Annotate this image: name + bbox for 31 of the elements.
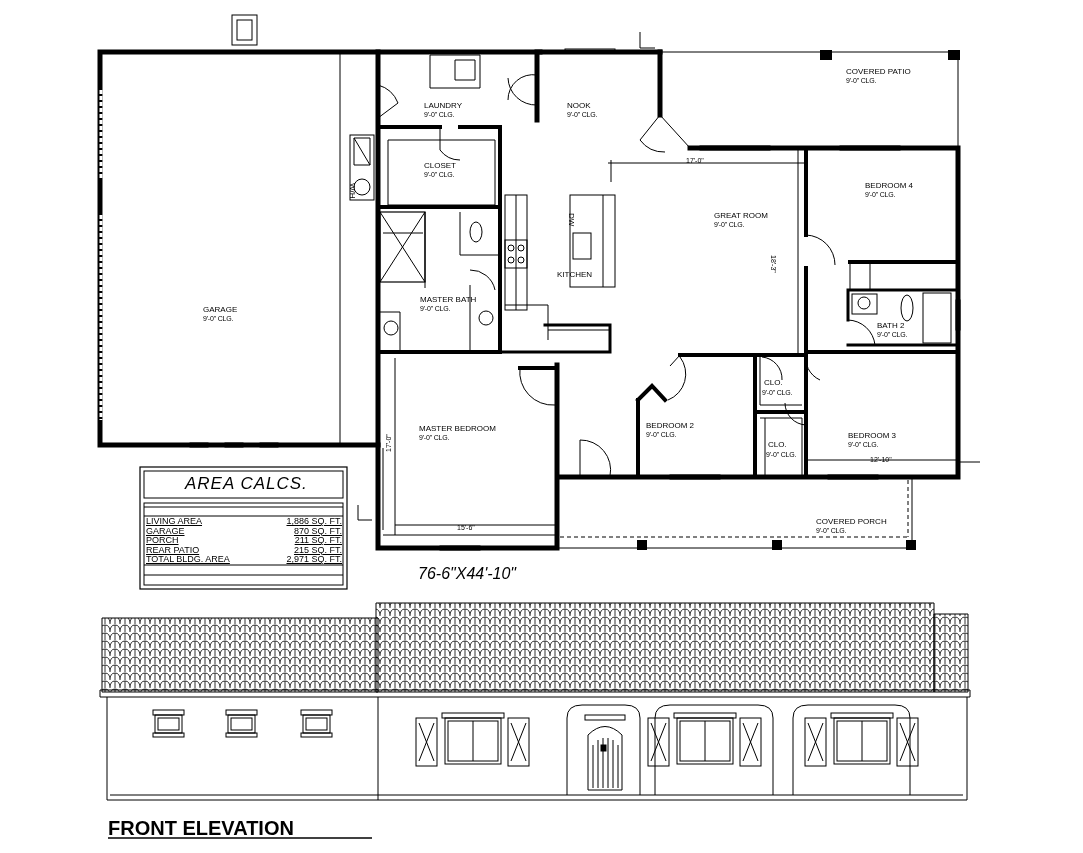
table-cell-text: 211 SQ. FT. <box>294 536 342 545</box>
room-label: MASTER BATH <box>420 296 477 304</box>
overall-dimensions-text: 76-6"X44'-10" <box>418 566 517 582</box>
room-label: COVERED PORCH <box>816 518 887 526</box>
drawing-title: FRONT ELEVATION <box>108 818 294 838</box>
room-label: KITCHEN <box>557 271 593 279</box>
room-label: LAUNDRY <box>424 102 463 110</box>
room-label: BEDROOM 3 <box>848 432 896 440</box>
table-cell-text: GARAGE <box>146 526 185 536</box>
room-label: MASTER BEDROOM <box>419 425 496 433</box>
room-label: GARAGE <box>203 306 238 314</box>
table-cell-text: 870 SQ. FT. <box>293 526 342 536</box>
table-cell-text: 1,886 SQ. FT. <box>286 517 342 526</box>
room-label: DW <box>567 213 575 227</box>
table-cell-text: 2,971 SQ. FT. <box>286 555 342 564</box>
room-label: GREAT ROOM <box>714 212 768 220</box>
table-cell-text: LIVING AREA <box>146 517 203 526</box>
table-cell-text: REAR PATIO <box>146 545 200 555</box>
table-title: AREA CALCS. <box>185 475 308 492</box>
room-label: CLO. <box>764 379 783 387</box>
room-label: COVERED PATIO <box>846 68 911 76</box>
room-label: BEDROOM 2 <box>646 422 694 430</box>
room-label: CLOSET <box>424 162 456 170</box>
room-label: NOOK <box>567 102 591 110</box>
table-cell-text: 215 SQ. FT. <box>293 545 342 555</box>
room-label: CLO. <box>768 441 787 449</box>
room-label: BATH 2 <box>877 322 905 330</box>
table-cell-text: PORCH <box>146 536 179 545</box>
room-label: BEDROOM 4 <box>865 182 913 190</box>
room-label: W/H <box>348 183 356 199</box>
table-cell-text: TOTAL BLDG. AREA <box>146 555 230 564</box>
